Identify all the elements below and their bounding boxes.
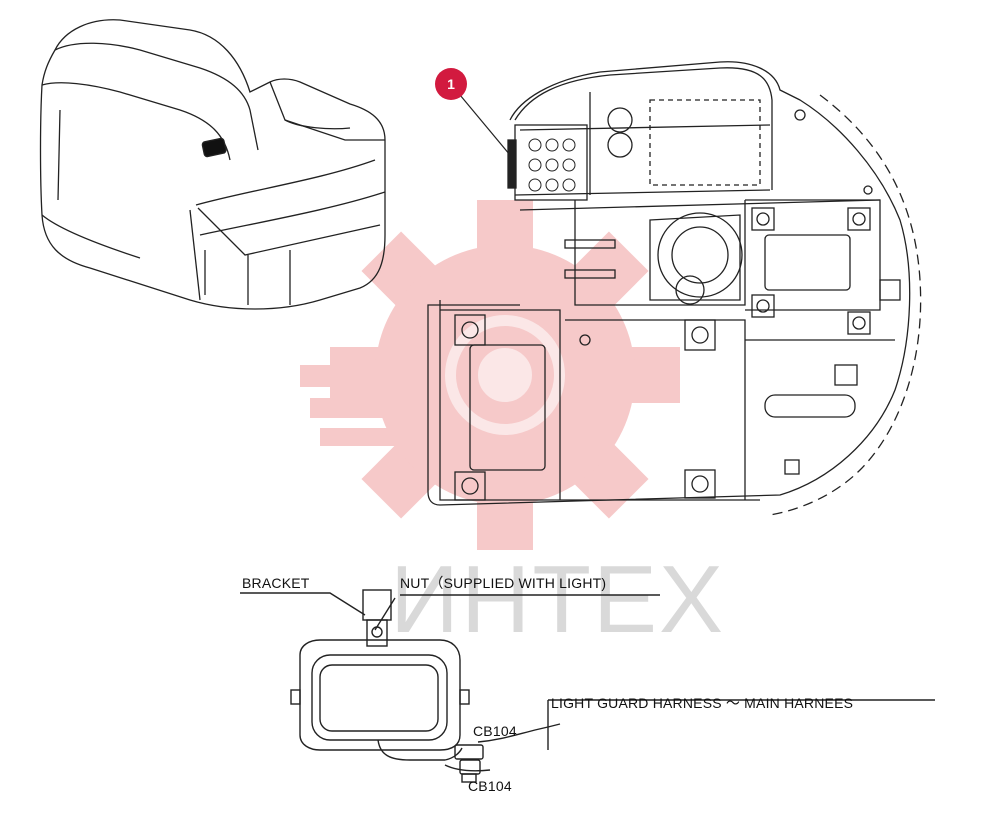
harness-label: LIGHT GUARD HARNESS ～ MAIN HARNEES [551,695,854,711]
callout-badge-1[interactable]: 1 [435,68,467,100]
nut-label: NUT（SUPPLIED WITH LIGHT) [400,575,607,591]
connector-label-bottom: CB104 [468,778,512,794]
bracket-label: BRACKET [242,575,310,591]
connector-label-top: CB104 [473,723,517,739]
watermark-text: ИНТЕХ [390,546,726,653]
